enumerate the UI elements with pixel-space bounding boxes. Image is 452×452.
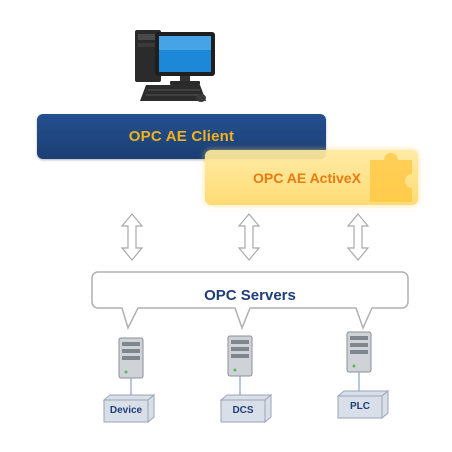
device-label: Device [109, 404, 143, 416]
server-icon [346, 331, 372, 394]
double-arrow-icon [237, 213, 261, 261]
servers-callout [91, 271, 409, 331]
device-box [102, 393, 156, 424]
server-icon [227, 335, 253, 398]
dcs-label: DCS [232, 404, 254, 416]
double-arrow-icon [120, 213, 144, 261]
activex-label: OPC AE ActiveX [253, 169, 361, 186]
double-arrow-icon [346, 213, 370, 261]
device-box [336, 389, 390, 420]
servers-label: OPC Servers [204, 286, 296, 304]
plc-label: PLC [350, 400, 370, 412]
client-label: OPC AE Client [128, 128, 235, 145]
server-icon [118, 337, 144, 398]
device-box [219, 393, 273, 424]
